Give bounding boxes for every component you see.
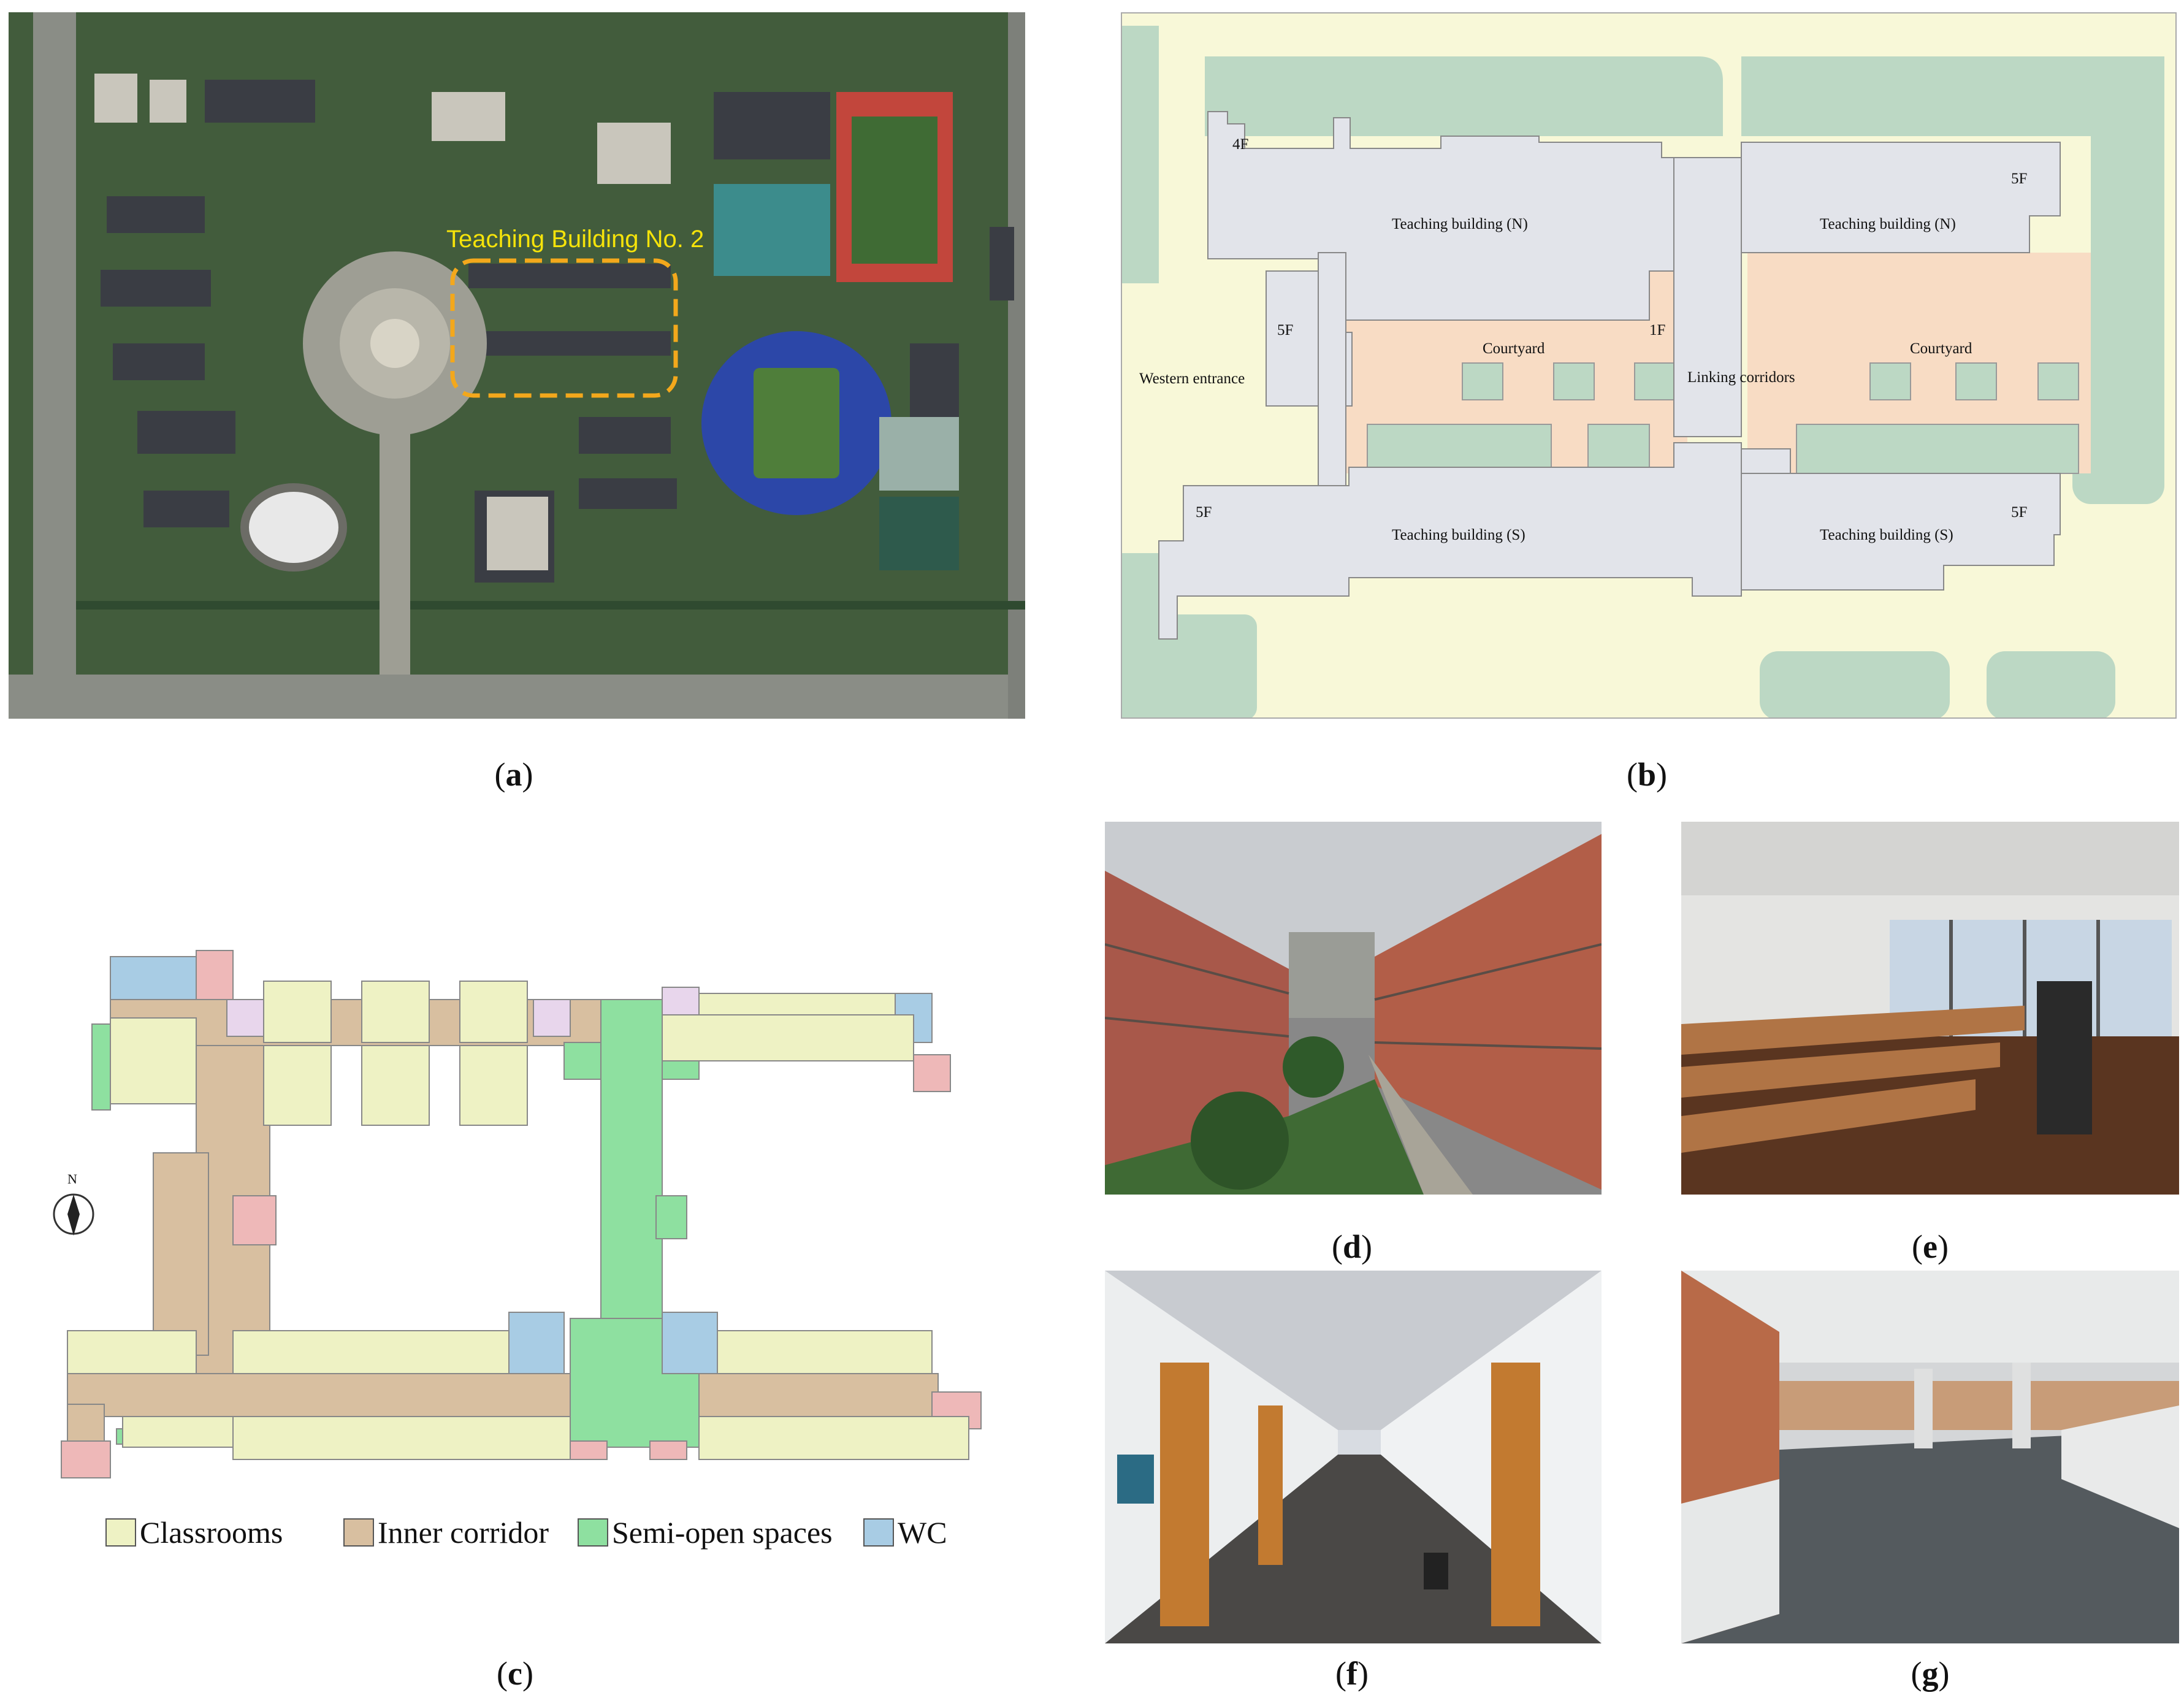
panel-b-site-plan: Teaching building (N) Teaching building … bbox=[1121, 12, 2177, 719]
legend-swatch-inner-corridor bbox=[343, 1518, 374, 1547]
legend-item-semi-open: Semi-open spaces bbox=[578, 1515, 833, 1550]
panel-a-aerial-image: Teaching Building No. 2 bbox=[9, 12, 1025, 719]
caption-e: (e) bbox=[1912, 1228, 1949, 1265]
label-western-entrance: Western entrance bbox=[1139, 370, 1245, 387]
panel-g-semi-open-photo bbox=[1681, 1271, 2179, 1643]
legend-swatch-wc bbox=[863, 1518, 894, 1547]
legend-swatch-classrooms bbox=[105, 1518, 136, 1547]
label-tb-n-east: Teaching building (N) bbox=[1820, 216, 1956, 232]
label-courtyard-west: Courtyard bbox=[1483, 340, 1545, 357]
floor-label-ne: 5F bbox=[2011, 170, 2028, 187]
caption-g: (g) bbox=[1911, 1655, 1950, 1692]
label-linking-corridors: Linking corridors bbox=[1687, 369, 1795, 386]
panel-c-floor-plan: N bbox=[37, 920, 1018, 1570]
caption-b: (b) bbox=[1626, 756, 1668, 793]
label-tb-s-east: Teaching building (S) bbox=[1820, 527, 1953, 543]
north-label: N bbox=[67, 1171, 77, 1187]
floor-label-mid: 1F bbox=[1649, 322, 1666, 338]
panel-e-classroom-photo bbox=[1681, 822, 2179, 1195]
floor-label-nw: 4F bbox=[1232, 136, 1249, 153]
caption-c: (c) bbox=[497, 1655, 533, 1692]
label-tb-s-west: Teaching building (S) bbox=[1392, 527, 1525, 543]
caption-a: (a) bbox=[494, 756, 533, 793]
panel-d-courtyard-photo bbox=[1105, 822, 1602, 1195]
legend-item-wc: WC bbox=[863, 1515, 947, 1550]
aerial-map bbox=[9, 12, 1025, 719]
legend-item-inner-corridor: Inner corridor bbox=[343, 1515, 549, 1550]
panel-f-corridor-photo bbox=[1105, 1271, 1602, 1643]
floor-plan-drawing bbox=[53, 950, 982, 1478]
north-arrow-icon bbox=[53, 1193, 94, 1236]
caption-d: (d) bbox=[1331, 1228, 1373, 1265]
legend-swatch-semi-open bbox=[578, 1518, 608, 1547]
site-plan-drawing bbox=[1122, 13, 2175, 717]
floor-label-w: 5F bbox=[1277, 322, 1294, 338]
floor-label-se: 5F bbox=[2011, 504, 2028, 521]
label-courtyard-east: Courtyard bbox=[1910, 340, 1972, 357]
floor-label-sw: 5F bbox=[1196, 504, 1212, 521]
teaching-building-highlight-label: Teaching Building No. 2 bbox=[446, 226, 704, 253]
label-tb-n-west: Teaching building (N) bbox=[1392, 216, 1528, 232]
caption-f: (f) bbox=[1335, 1655, 1369, 1692]
legend-item-classrooms: Classrooms bbox=[105, 1515, 283, 1550]
